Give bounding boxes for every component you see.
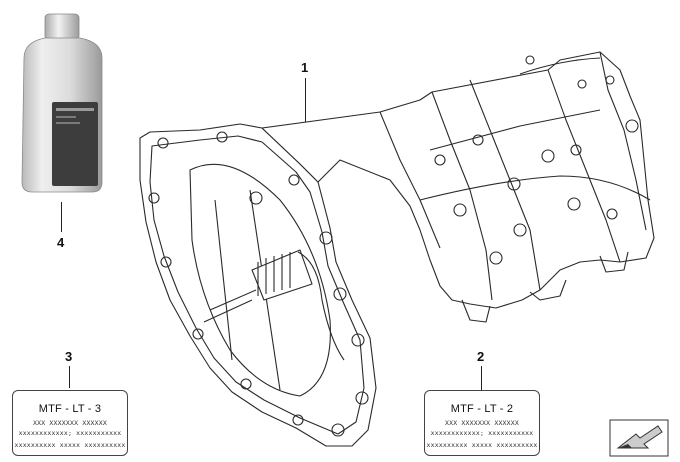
label-line-3: xxxxxxxxxx xxxxx xxxxxxxxxx [14,441,126,449]
leader-line-1 [305,78,306,122]
callout-2: 2 [477,349,485,364]
leader-line-3 [69,366,70,388]
label-line-1: XXX XXXXXXX XXXXXX [444,419,520,427]
label-line-3: xxxxxxxxxx xxxxx xxxxxxxxxx [426,441,538,449]
leader-line-4 [61,202,62,232]
label-line-2: xxxxxxxxxxxx; xxxxxxxxxxx [18,429,122,437]
oil-bottle-illustration [21,13,103,193]
label-line-1: XXX XXXXXXX XXXXXX [32,419,108,427]
transmission-illustration [139,51,655,447]
label-card-mtf-lt-2: MTF - LT - 2 XXX XXXXXXX XXXXXX xxxxxxxx… [424,390,540,456]
label-card-mtf-lt-3: MTF - LT - 3 XXX XXXXXXX XXXXXX xxxxxxxx… [12,390,128,456]
arrow-symbol-icon [609,419,669,457]
label-title: MTF - LT - 2 [450,403,514,415]
label-line-2: xxxxxxxxxxxx; xxxxxxxxxxx [430,429,534,437]
callout-3: 3 [65,349,73,364]
callout-4: 4 [57,235,65,250]
label-title: MTF - LT - 3 [38,403,102,415]
leader-line-2 [481,366,482,390]
callout-1: 1 [301,60,309,75]
